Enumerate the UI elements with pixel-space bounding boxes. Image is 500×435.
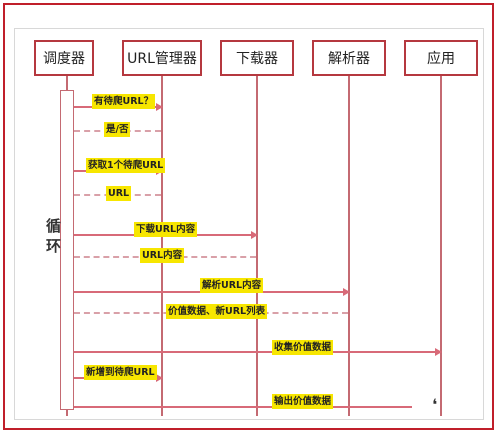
- actor-application: 应用: [404, 40, 478, 76]
- message-label: 下载URL内容: [134, 222, 198, 237]
- message-label: 是/否: [104, 122, 131, 137]
- actor-url-manager: URL管理器: [122, 40, 202, 76]
- loop-label: 循 环: [46, 217, 62, 255]
- message-label: 获取1个待爬URL: [86, 158, 166, 173]
- message-arrow: [74, 348, 442, 356]
- lifeline-downloader: [256, 76, 258, 416]
- lifeline-application: [440, 76, 442, 416]
- message-label: 新增到待爬URL: [84, 365, 157, 380]
- message-label: 有待爬URL？: [92, 94, 156, 109]
- message-label: 输出价值数据: [272, 394, 334, 409]
- message-label: URL: [106, 186, 132, 201]
- scheduler-activation-bar: [60, 90, 74, 410]
- message-label: 收集价值数据: [272, 340, 334, 355]
- message-label: 价值数据、新URL列表: [166, 304, 268, 319]
- lifeline-parser: [348, 76, 350, 416]
- message-label: URL内容: [140, 248, 185, 263]
- partial-glyph: ❛: [432, 395, 438, 414]
- message-arrow: [74, 406, 412, 408]
- actor-downloader: 下载器: [220, 40, 294, 76]
- diagram-canvas: [14, 28, 484, 420]
- message-label: 解析URL内容: [200, 278, 264, 293]
- lifeline-url-manager: [161, 76, 163, 416]
- actor-parser: 解析器: [312, 40, 386, 76]
- actor-scheduler: 调度器: [34, 40, 94, 76]
